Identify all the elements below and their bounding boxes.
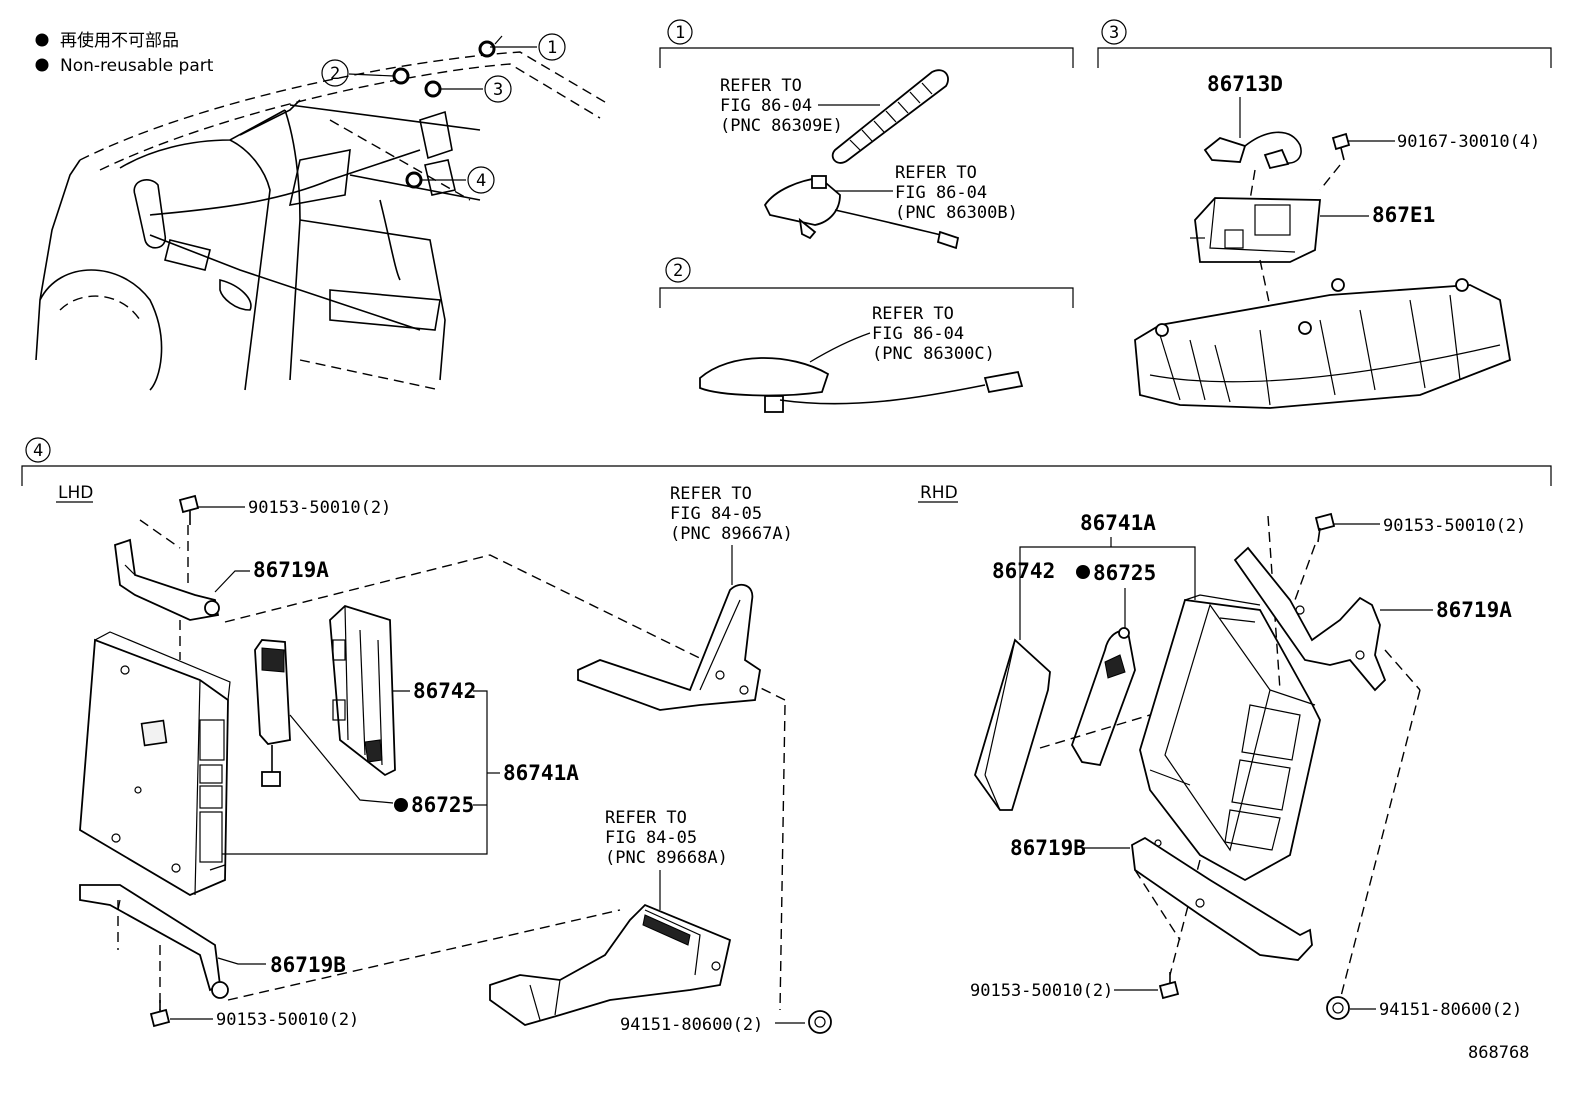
antenna-base-part xyxy=(763,175,960,250)
section-4-lhd: 90153-50010(2) 86719A xyxy=(79,484,832,1035)
clip-icon xyxy=(1326,996,1350,1020)
non-reusable-bullet-icon xyxy=(35,33,49,47)
lhd-bracket-86719A-label: 86719A xyxy=(253,558,329,582)
label-rhd: RHD xyxy=(920,483,958,503)
section-3: 3 86713D 90167-30010(4) 867E1 xyxy=(1097,19,1552,409)
callout-3: 3 xyxy=(493,80,503,100)
section-2-number: 2 xyxy=(673,261,683,281)
callout-4: 4 xyxy=(476,171,486,191)
section-1-ref-b-line2: FIG 86-04 xyxy=(895,183,987,203)
bolt-icon xyxy=(149,1000,171,1028)
rhd-bracket-86719B-label: 86719B xyxy=(1010,836,1086,860)
lhd-ref-upper-line3: (PNC 89667A) xyxy=(670,524,793,544)
callout-1: 1 xyxy=(547,38,557,58)
rhd-86725-label: 86725 xyxy=(1093,561,1156,585)
rhd-86741A-label: 86741A xyxy=(1080,511,1156,535)
bolt-icon xyxy=(178,494,200,525)
lhd-ref-lower-line1: REFER TO xyxy=(605,808,687,828)
section-1-ref-b-line1: REFER TO xyxy=(895,163,977,183)
ecu-module-rhd xyxy=(1139,594,1321,882)
section-1: 1 REFER TO FIG 86-04 (PNC 86309E) REFER … xyxy=(659,19,1074,250)
section-2: 2 REFER TO FIG 86-04 (PNC 86300C) xyxy=(659,257,1074,413)
vehicle-callouts: 1 2 3 4 xyxy=(321,33,566,194)
non-reusable-bullet-icon xyxy=(394,798,408,812)
legend: 再使用不可部品 Non-reusable part xyxy=(35,30,214,76)
part-867E1: 867E1 xyxy=(1372,203,1435,227)
bracket-86719A-rhd xyxy=(1233,546,1387,692)
module-86725-lhd xyxy=(254,639,291,787)
cover-86742-lhd xyxy=(329,604,396,777)
bracket-86719A-lhd xyxy=(114,538,220,621)
lhd-ref-lower-line3: (PNC 89668A) xyxy=(605,848,728,868)
lhd-ref-upper-line2: FIG 84-05 xyxy=(670,504,762,524)
section-2-ref-line1: REFER TO xyxy=(872,304,954,324)
section-4: 4 LHD RHD xyxy=(21,437,1552,503)
label-lhd: LHD xyxy=(58,483,93,503)
rhd-clip-label: 94151-80600(2) xyxy=(1379,1000,1522,1020)
location-marker-2 xyxy=(392,67,410,85)
lhd-bolt-top-label: 90153-50010(2) xyxy=(248,498,391,518)
body-bracket-upper xyxy=(577,583,761,711)
rhd-bolt-top-label: 90153-50010(2) xyxy=(1383,516,1526,536)
module-867E1 xyxy=(1190,197,1321,263)
rhd-bolt-bottom-label: 90153-50010(2) xyxy=(970,981,1113,1001)
non-reusable-bullet-icon xyxy=(1076,565,1090,579)
legend-en: Non-reusable part xyxy=(60,56,214,76)
lhd-86741A-label: 86741A xyxy=(503,761,579,785)
clip-icon xyxy=(808,1010,832,1034)
overhead-console-housing xyxy=(1134,278,1512,409)
section-4-number: 4 xyxy=(33,441,43,461)
section-1-ref-b-line3: (PNC 86300B) xyxy=(895,203,1018,223)
lhd-ref-upper-line1: REFER TO xyxy=(670,484,752,504)
vehicle-overview-drawing xyxy=(35,51,611,391)
bracket-86719B-rhd xyxy=(1131,836,1313,961)
rhd-86742-label: 86742 xyxy=(992,559,1055,583)
non-reusable-bullet-icon xyxy=(35,58,49,72)
legend-jp: 再使用不可部品 xyxy=(60,30,179,51)
location-marker-4 xyxy=(405,171,423,189)
bolt-icon xyxy=(1158,972,1180,1000)
shark-fin-antenna-part xyxy=(699,357,1024,413)
cover-86742-rhd xyxy=(974,638,1051,811)
antenna-element-part xyxy=(831,69,949,164)
lhd-bolt-bottom-label: 90153-50010(2) xyxy=(216,1010,359,1030)
body-bracket-lower xyxy=(489,903,732,1026)
lhd-86742-label: 86742 xyxy=(413,679,476,703)
rhd-bracket-86719A-label: 86719A xyxy=(1436,598,1512,622)
part-90167-30010: 90167-30010(4) xyxy=(1397,132,1540,152)
section-2-ref-line2: FIG 86-04 xyxy=(872,324,964,344)
bracket-86719B-lhd xyxy=(79,884,229,999)
section-1-ref-a-line3: (PNC 86309E) xyxy=(720,116,843,136)
location-marker-3 xyxy=(424,80,442,98)
screw-icon xyxy=(1331,132,1351,161)
lhd-86725-label: 86725 xyxy=(411,793,474,817)
bolt-icon xyxy=(1314,512,1336,543)
section-2-ref-line3: (PNC 86300C) xyxy=(872,344,995,364)
lhd-bracket-86719B-label: 86719B xyxy=(270,953,346,977)
part-86713D: 86713D xyxy=(1207,72,1283,96)
location-marker-1 xyxy=(478,40,496,58)
callout-2: 2 xyxy=(330,64,340,84)
module-86725-rhd xyxy=(1071,627,1136,767)
wire-harness-part xyxy=(1203,131,1302,170)
lhd-ref-lower-line2: FIG 84-05 xyxy=(605,828,697,848)
section-1-ref-a-line2: FIG 86-04 xyxy=(720,96,812,116)
section-1-ref-a-line1: REFER TO xyxy=(720,76,802,96)
section-1-number: 1 xyxy=(675,23,685,43)
figure-number: 868768 xyxy=(1468,1043,1529,1063)
section-3-number: 3 xyxy=(1109,23,1119,43)
section-4-rhd: 86741A 86742 86725 xyxy=(970,511,1526,1020)
ecu-module-lhd xyxy=(79,631,231,897)
lhd-clip-label: 94151-80600(2) xyxy=(620,1015,763,1035)
